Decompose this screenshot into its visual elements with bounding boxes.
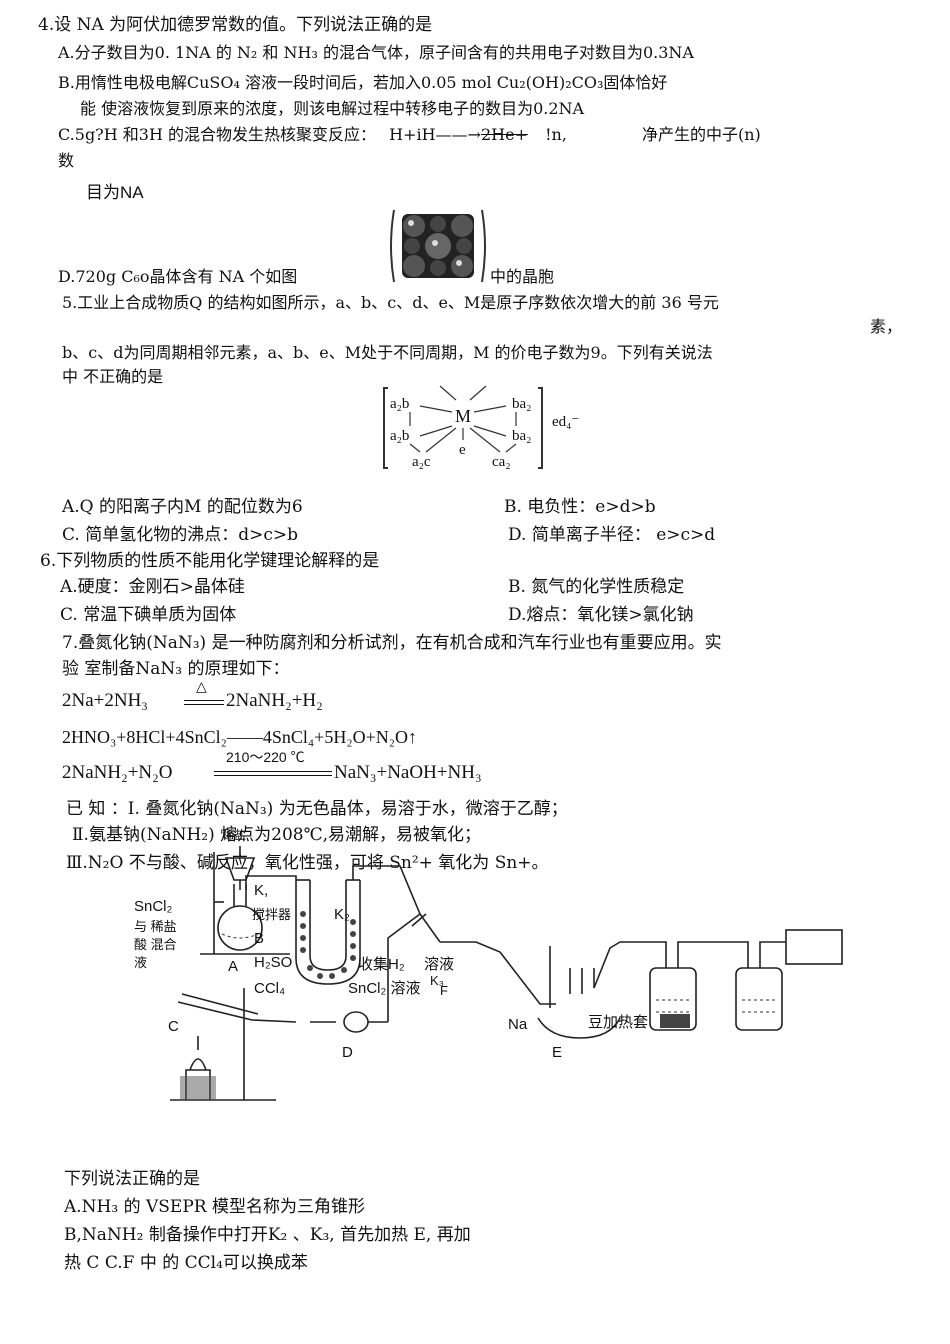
apparatus-label-stirrer: 搅拌器 [252,907,292,922]
apparatus-label-h2so: H₂SO [254,954,293,971]
q7-known-2: Ⅱ.氨基钠(NaNH₂) 熔点为208℃,易潮解，易被氧化； [72,825,482,845]
apparatus-label-E: E [552,1044,563,1061]
q4-option-d-post: 中的晶胞 [490,267,555,286]
apparatus-label-K1: K, [254,882,269,899]
q6-option-c: C. 常温下碘单质为固体 [60,605,237,625]
q7-eq1-line-top [184,700,224,701]
q4-option-a: A.分子数目为0. 1NA 的 N₂ 和 NH₃ 的混合气体，原子间含有的共用电… [58,43,694,62]
q7-option-b-line1: B,NaNH₂ 制备操作中打开K₂ 、K₃, 首先加热 E, 再加 [64,1225,471,1245]
q5-struct-a2b-mid: a₂b [390,428,410,444]
apparatus-label-solution: 溶液 [424,956,455,973]
apparatus-label-heater: 豆加热套 [588,1014,649,1031]
apparatus-label-sncl2: SnCl₂ [134,898,173,915]
apparatus-label-F: F [440,983,448,998]
q7-eq1-right: 2NaNH₂+H₂ [226,690,323,711]
apparatus-label-C: C [168,1018,179,1035]
q5-stem-line2: b、c、d为同周期相邻元素，a、b、e、M处于不同周期，M 的价电子数为9。下列… [62,343,713,362]
q4-c-text-a: C.5g?H 和3H 的混合物发生热核聚变反应： [58,125,377,144]
apparatus-label-D: D [342,1044,353,1061]
q6-option-d: D.熔点：氧化镁>氯化钠 [508,605,694,625]
q7-stem-line1: 7.叠氮化钠(NaN₃) 是一种防腐剂和分析试剂，在有机合成和汽车行业也有重要应… [62,633,722,653]
apparatus-label-funnel: 稀盐 [222,828,247,842]
q5-struct-e: e [459,442,466,458]
q7-known-3: Ⅲ.N₂O 不与酸、碱反应，氧化性强，可将 Sn²+ 氧化为 Sn+。 [66,853,549,873]
apparatus-label-collect-h2: 收集H₂ [358,956,405,973]
q5-stem-line1: 5.工业上合成物质Q 的结构如图所示，a、b、c、d、e、M是原子序数依次增大的… [62,293,719,312]
q4-c-text-e: 净产生的中子(n) [642,125,761,144]
q5-option-d: D. 简单离子半径： e>c>d [508,525,716,545]
apparatus-label-B: B [254,930,265,947]
q7-eq3-condition: 210～220 ℃ [226,749,305,765]
q4-option-c-line2: 数 [58,151,75,170]
q5-stem-line1b: 素， [870,317,903,336]
q4-option-b-line1: B.用惰性电极电解CuSO₄ 溶液一段时间后，若加入0.05 mol Cu₂(O… [58,73,668,92]
q5-struct-ba2-mid: ba₂ [512,428,532,444]
apparatus-label-ccl4: CCl₄ [254,980,286,997]
q5-struct-anion: ed₄⁻ [552,414,580,430]
q7-eq3-left: 2NaNH₂+N₂O [62,762,173,783]
q5-option-c: C. 简单氢化物的沸点：d>c>b [62,525,298,545]
q7-eq1-condition: △ [196,679,207,695]
q7-eq2: 2HNO₃+8HCl+4SnCl₂——4SnCl₄+5H₂O+N₂O↑ [62,727,418,747]
apparatus-label-A: A [228,958,239,975]
q5-struct-a2b-top: a₂b [390,396,410,412]
apparatus-label-sncl2-4: 液 [134,955,148,970]
q7-eq1-line-bottom [184,704,224,705]
q4-option-c-line3: 目为NA [86,183,144,202]
q6-option-b: B. 氮气的化学性质稳定 [508,577,685,597]
q7-apparatus-diagram [170,846,843,1101]
apparatus-label-K2: K₂ [334,906,350,923]
q7-option-a: A.NH₃ 的 VSEPR 模型名称为三角锥形 [64,1197,365,1217]
q7-known-1: 已 知 ：I. 叠氮化钠(NaN₃) 为无色晶体，易溶于水，微溶于乙醇； [66,799,568,819]
apparatus-label-sncl2-solution: SnCl₂ 溶液 [348,980,421,997]
apparatus-label-Na: Na [508,1016,528,1033]
q5-struct-ca2: ca₂ [492,454,511,470]
q7-option-b-line2: 热 C C.F 中 的 CCl₄可以换成苯 [64,1253,308,1273]
c60-unit-cell-image [390,209,486,283]
q7-ask: 下列说法正确的是 [64,1169,200,1189]
q4-option-b-line2: 能 使溶液恢复到原来的浓度，则该电解过程中转移电子的数目为0.2NA [80,99,585,118]
q4-c-text-d: !n, [545,125,567,144]
q4-c-text-b: H+iH——→ [389,125,481,144]
q5-option-b: B. 电负性：e>d>b [504,497,656,517]
q7-eq1-left: 2Na+2NH₃ [62,690,148,711]
q7-eq3-right: NaN₃+NaOH+NH₃ [334,762,482,783]
apparatus-label-sncl2-3: 酸 混合 [134,937,177,952]
q5-stem-line3: 中 不正确的是 [62,367,164,386]
q7-stem-line2: 验 室制备NaN₃ 的原理如下： [62,659,290,679]
q6-option-a: A.硬度：金刚石>晶体硅 [60,577,245,597]
q5-struct-M: M [455,406,472,426]
q5-struct-ba2-top: ba₂ [512,396,532,412]
q4-option-c-line1: C.5g?H 和3H 的混合物发生热核聚变反应： H+iH——→2He+ !n,… [58,124,761,146]
q5-option-a: A.Q 的阳离子内M 的配位数为6 [62,497,303,517]
q7-eq3-line-top [214,771,332,772]
q4-c-text-c: 2He+ [480,125,528,144]
q4-stem: 4.设 NA 为阿伏加德罗常数的值。下列说法正确的是 [38,15,433,35]
q5-struct-a2c: a₂c [412,454,431,470]
apparatus-label-K3: K₃ [430,973,444,988]
q4-option-d-pre: D.720g C₆o晶体含有 NA 个如图 [58,267,298,286]
q7-eq3-line-bottom [214,775,332,776]
apparatus-label-sncl2-2: 与 稀盐 [134,919,177,934]
q5-structure-diagram [383,385,543,469]
q6-stem: 6.下列物质的性质不能用化学键理论解释的是 [40,551,380,571]
